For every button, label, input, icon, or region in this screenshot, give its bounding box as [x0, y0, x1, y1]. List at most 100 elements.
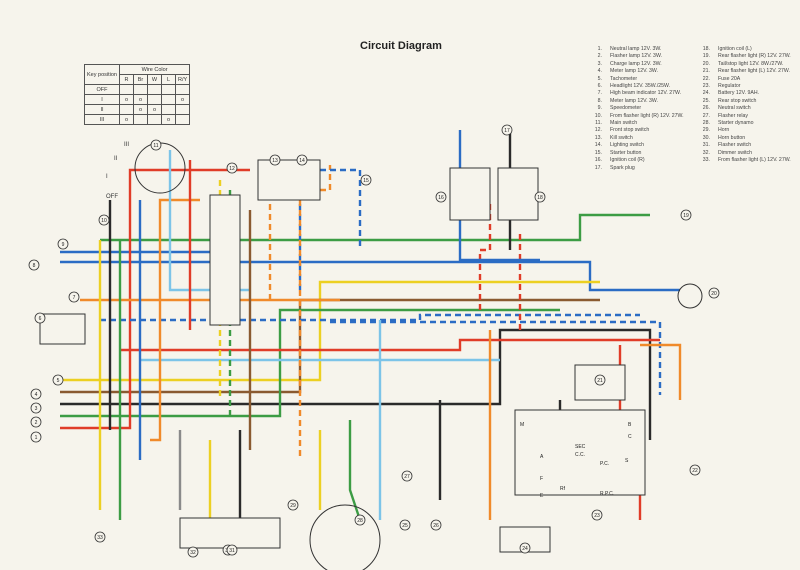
callout-circle	[708, 287, 720, 299]
dimmer-switch	[179, 517, 281, 549]
regulator-terminal-label: F	[540, 476, 543, 482]
legend-label: Rear stop switch	[718, 97, 757, 104]
legend-label: Horn button	[718, 134, 746, 141]
legend-label: Dimmer switch	[718, 149, 753, 156]
callout-number: 26	[433, 523, 439, 529]
legend-number: 23.	[702, 83, 710, 90]
legend-item: 11. Main switch	[588, 120, 698, 127]
wire-blue	[100, 313, 640, 322]
callout-number: 11	[153, 143, 158, 149]
legend-item: 17.Spark plug	[588, 165, 698, 172]
wire-black	[60, 328, 652, 440]
legend-item: 20.Tail/stop light 12V. 8W./27W.	[696, 61, 800, 68]
callout-number: 32	[190, 550, 196, 556]
regulator-terminal-label: S	[625, 458, 629, 464]
legend-number: 8.	[597, 97, 602, 104]
callout-circle	[68, 291, 80, 303]
callout-number: 28	[357, 518, 363, 524]
callout-circle	[187, 546, 199, 558]
legend-item: 23.Regulator	[696, 83, 800, 90]
legend-number: 9.	[597, 105, 602, 112]
ignition-coil-r	[449, 167, 491, 221]
regulator-terminal-label: A	[540, 454, 544, 460]
wire-blue	[60, 260, 680, 292]
wire-green	[100, 213, 650, 242]
legend-number: 32.	[702, 149, 710, 156]
legend-number: 29.	[702, 127, 710, 134]
legend-number: 16.	[594, 157, 602, 164]
callout-number: 19	[683, 213, 689, 219]
callout-circle	[296, 154, 308, 166]
legend-item: 27.Flasher relay	[696, 113, 800, 120]
callout-circle	[689, 464, 701, 476]
callout-number: 13	[272, 158, 278, 164]
legend-label: High beam indicator 12V. 27W.	[610, 90, 682, 97]
legend-item: 4.Meter lamp 12V. 3W.	[588, 68, 698, 75]
headlight	[39, 313, 86, 345]
callout-number: 33	[97, 535, 103, 541]
wire-yellow	[60, 280, 600, 382]
callout-number: 7	[73, 295, 76, 301]
legend-item: 15.Starter button	[588, 150, 698, 157]
callout-circle	[98, 214, 110, 226]
legend-item: 24.Battery 12V. 9AH.	[696, 90, 800, 97]
legend-label: Charge lamp 12V. 3W.	[610, 60, 662, 67]
legend-number: 25.	[702, 97, 710, 104]
legend-number: 21.	[702, 68, 710, 75]
legend-number: 22.	[702, 75, 710, 82]
legend-item: 14.Lighting switch	[588, 142, 698, 149]
regulator-terminal-label: B	[628, 422, 632, 428]
page-title: Circuit Diagram	[360, 40, 442, 52]
callout-number: 29	[290, 503, 296, 509]
callout-circle	[354, 514, 366, 526]
legend-label: Tachometer	[610, 75, 638, 82]
wire-green	[348, 420, 362, 521]
legend-number: 19.	[702, 53, 710, 60]
callout-circle	[57, 238, 69, 250]
callout-circle	[52, 374, 64, 386]
switch-position-label: I	[106, 174, 108, 180]
legend-label: Kill switch	[610, 134, 633, 141]
callout-number: 9	[62, 242, 65, 248]
legend-label: Starter button	[610, 149, 642, 156]
legend-item: 22.Fuse 20A	[696, 76, 800, 83]
callout-number: 21	[597, 378, 603, 384]
callout-circle	[28, 259, 40, 271]
legend-label: Meter lamp 12V. 3W.	[610, 97, 658, 104]
wire-blue	[330, 320, 662, 395]
legend-number: 26.	[702, 105, 710, 112]
ignition-coil-l	[497, 167, 539, 221]
legend-item: 1.Neutral lamp 12V. 3W.	[588, 46, 698, 53]
key-row: OFF	[84, 84, 191, 95]
legend-label: Flasher relay	[718, 112, 748, 119]
callout-circle	[430, 519, 442, 531]
legend-item: 2.Flasher lamp 12V. 3W.	[588, 53, 698, 60]
wire-red	[478, 200, 492, 310]
callout-number: 20	[711, 291, 717, 297]
legend-number: 5.	[597, 75, 602, 82]
callout-circle	[399, 519, 411, 531]
connector-block	[209, 194, 241, 326]
callout-number: 10	[101, 218, 107, 224]
wire-red	[120, 338, 660, 352]
wire-green	[60, 308, 560, 418]
callout-circle	[591, 509, 603, 521]
callout-circle	[534, 191, 546, 203]
callout-circle	[360, 174, 372, 186]
callout-number: 12	[229, 166, 235, 172]
callout-circle	[150, 139, 162, 151]
callout-number: 3	[35, 406, 38, 412]
callout-number: 1	[35, 435, 38, 441]
callout-number: 27	[404, 474, 410, 480]
legend-number: 13.	[594, 134, 602, 141]
regulator-terminal-label: Rf	[560, 486, 566, 492]
legend-number: 10.	[594, 112, 602, 119]
legend-item: 26.Neutral switch	[696, 105, 800, 112]
legend-label: Neutral lamp 12V. 3W.	[610, 46, 662, 52]
legend-number: 11.	[595, 120, 602, 127]
callout-circle	[94, 531, 106, 543]
legend-label: Main switch	[610, 120, 638, 127]
legend-label: Tail/stop light 12V. 8W./27W.	[718, 60, 784, 67]
